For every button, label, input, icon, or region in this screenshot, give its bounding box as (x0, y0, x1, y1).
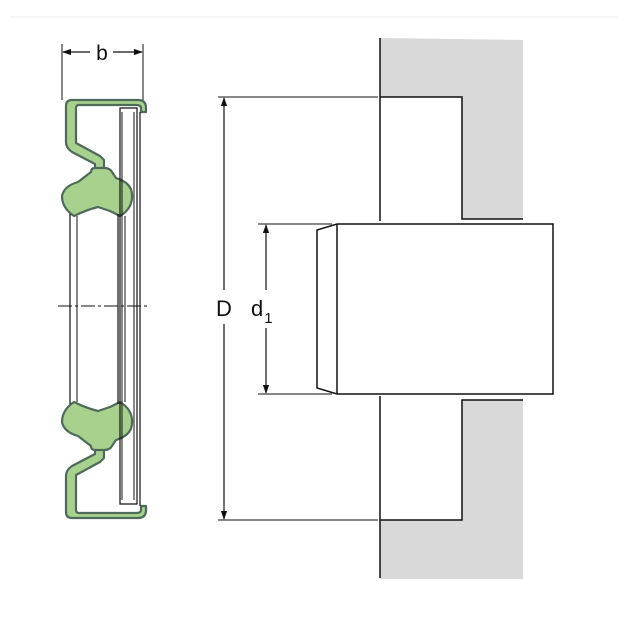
shaft (316, 223, 554, 395)
dimension-d1-label: d1 (251, 296, 273, 327)
shaft-body (316, 223, 554, 395)
housing-upper (380, 38, 523, 219)
dimension-b-label: b (96, 42, 108, 65)
seal-case-lower (64, 438, 148, 520)
housing (379, 38, 523, 579)
seal-lip-upper (60, 166, 134, 218)
seal (60, 98, 148, 520)
spring-ring (119, 107, 138, 505)
dimension-D-label: D (216, 296, 232, 321)
housing-lower (380, 400, 523, 579)
seal-lip-lower (60, 400, 134, 452)
dimension-d1: d1 (251, 223, 332, 395)
dimension-D: D (216, 96, 378, 521)
seal-case-upper (64, 98, 148, 180)
dimension-b: b (61, 42, 144, 100)
